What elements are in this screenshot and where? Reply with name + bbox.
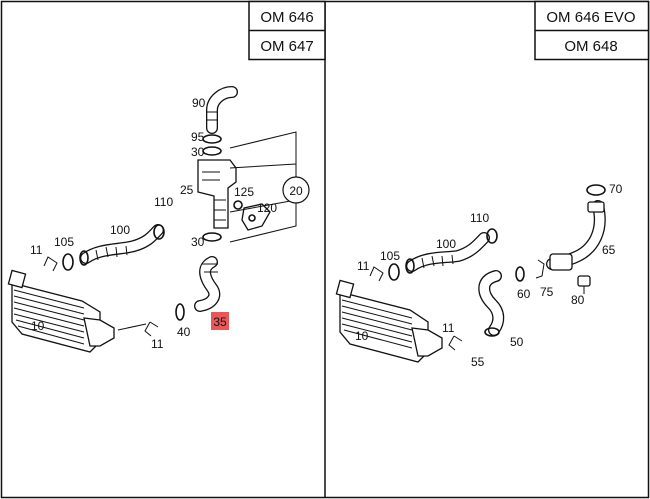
engine-label-box-left: OM 646 OM 647 (248, 0, 326, 61)
oring-125 (233, 200, 243, 210)
callout-105-right: 105 (380, 249, 400, 263)
engine-label-box-right: OM 646 EVO OM 648 (534, 0, 650, 61)
clip-11-lower (144, 321, 159, 337)
callout-75: 75 (540, 285, 554, 299)
engine-label-om646-evo: OM 646 EVO (546, 9, 635, 26)
callout-65: 65 (602, 243, 616, 257)
callout-110: 110 (154, 195, 173, 209)
clamp-105 (62, 253, 74, 271)
callout-30-upper: 30 (191, 145, 205, 159)
clamp-105-right (388, 263, 400, 281)
clamp-110-right (486, 228, 498, 244)
callout-100-right: 100 (436, 237, 456, 251)
callout-11-lower: 11 (151, 337, 164, 351)
intercooler-part (7, 269, 115, 353)
callout-90: 90 (192, 96, 206, 110)
clip-11-upper-right (369, 266, 384, 282)
ring-30-lower (202, 232, 222, 242)
callout-10-right: 10 (355, 329, 369, 343)
callout-80: 80 (571, 293, 585, 307)
clip-11-upper (43, 256, 58, 272)
callout-11-upper: 11 (30, 243, 43, 257)
callout-110-right: 110 (470, 211, 489, 225)
leader-11-lower (117, 323, 147, 331)
ring-60 (515, 266, 525, 282)
engine-label-om646: OM 646 (260, 9, 313, 26)
callout-25: 25 (180, 183, 194, 197)
throttle-housing-25 (197, 159, 237, 229)
callout-95: 95 (191, 130, 205, 144)
callout-11-upper-right: 11 (357, 259, 370, 273)
charge-air-hose-100-right (405, 232, 490, 274)
engine-label-om648: OM 648 (564, 38, 617, 55)
charge-pipe-65 (546, 200, 606, 271)
hose-90 (206, 86, 238, 134)
callout-bracket-20 (229, 131, 310, 243)
intercooler-part-right (335, 279, 443, 363)
hose-50 (478, 270, 505, 337)
hose-35 (194, 256, 221, 312)
callout-70: 70 (609, 182, 623, 196)
callout-11-lower-right: 11 (442, 321, 455, 335)
engine-label-om647: OM 647 (260, 38, 313, 55)
ring-70 (586, 184, 606, 196)
callout-circle-20 (282, 176, 310, 204)
ring-30-upper (202, 146, 222, 156)
callout-125: 125 (234, 185, 254, 199)
callout-55: 55 (471, 355, 485, 369)
clamp-110 (153, 224, 165, 240)
callout-30-lower: 30 (191, 235, 205, 249)
bolt-80 (577, 275, 591, 294)
highlight-35 (211, 312, 229, 330)
ring-40 (175, 303, 185, 321)
callout-120: 120 (257, 201, 277, 215)
callout-10: 10 (31, 319, 45, 333)
charge-air-hose-100 (79, 224, 164, 266)
callout-100: 100 (110, 223, 130, 237)
callout-105: 105 (54, 235, 74, 249)
clip-75 (535, 259, 545, 279)
callout-40: 40 (177, 325, 191, 339)
callout-50: 50 (510, 335, 524, 349)
callout-20: 20 (289, 184, 303, 198)
clip-11-lower-right (448, 335, 463, 351)
connector-120 (241, 203, 271, 231)
ring-95 (202, 134, 222, 144)
callout-60: 60 (517, 287, 531, 301)
callout-35[interactable]: 35 (213, 315, 227, 329)
